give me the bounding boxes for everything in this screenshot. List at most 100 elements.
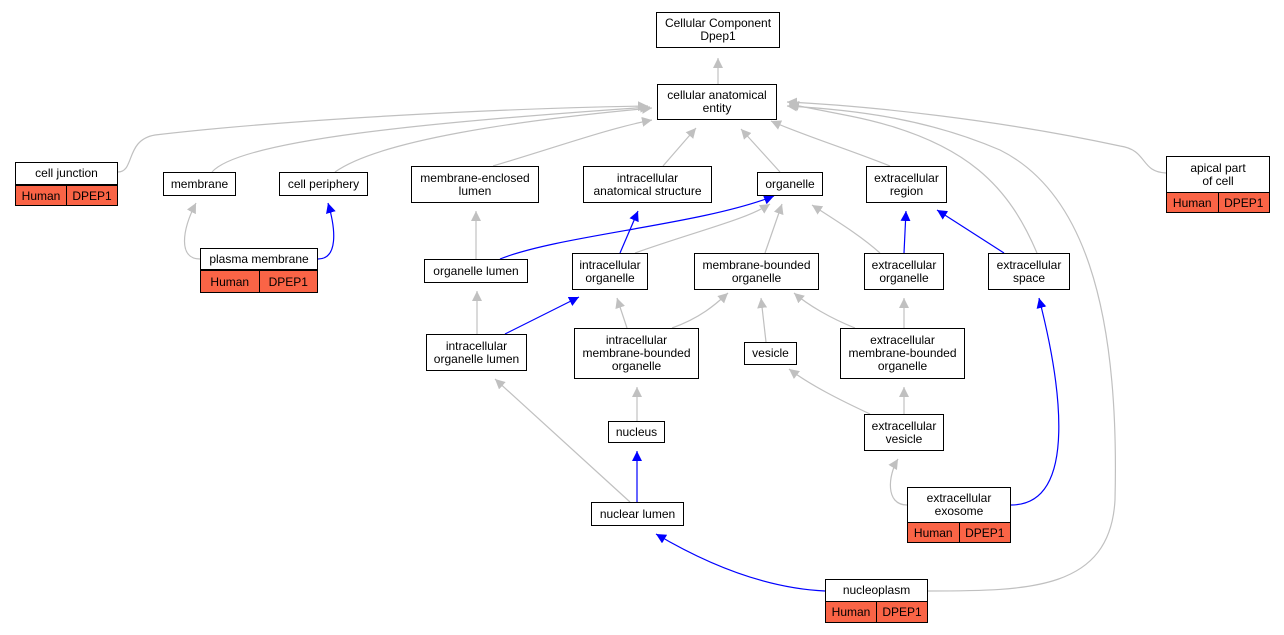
node-label-line: extracellular	[926, 491, 992, 505]
edge-embo-to-mbo-is-a	[793, 292, 856, 329]
node-organelle_lumen[interactable]: organelle lumen	[424, 259, 528, 283]
annotation-species: Human	[913, 525, 953, 540]
annotation-apical: Human DPEP1	[1166, 192, 1270, 213]
node-label-line: nucleoplasm	[842, 583, 911, 597]
node-label-line: extracellular	[996, 257, 1062, 272]
node-label-line: organelle lumen	[433, 263, 519, 278]
edge-ext_exosome-to-ext_vesicle-is-a	[888, 458, 908, 506]
edge-plasma_membrane-to-cell_periphery-part-of	[317, 202, 336, 260]
node-label-line: membrane	[170, 176, 229, 191]
edge-nucleoplasm-to-cae-is-a	[786, 101, 1117, 592]
node-label-line: extracellular	[870, 333, 935, 347]
node-cell_periphery[interactable]: cell periphery	[279, 172, 368, 196]
edge-membrane-to-cae-is-a	[211, 102, 651, 173]
node-label-line: extracellular	[874, 170, 939, 185]
node-label-line: Dpep1	[700, 29, 736, 43]
node-label-line: nuclear lumen	[599, 506, 676, 521]
node-label-line: cell periphery	[287, 176, 360, 191]
node-label-line: exosome	[934, 504, 984, 518]
node-label-line: cell junction	[35, 166, 98, 180]
edge-intra_org-to-organelle-is-a	[634, 203, 771, 254]
annotation-gene: DPEP1	[958, 523, 1011, 542]
node-label-line: organelle	[765, 176, 815, 191]
node-vesicle[interactable]: vesicle	[744, 342, 797, 365]
node-label-line: organelle	[611, 359, 662, 373]
node-label-line: membrane-bounded	[848, 346, 957, 360]
annotation-species: Human	[21, 188, 61, 203]
node-label-line: organelle	[585, 270, 635, 285]
annotation-species: Human	[1172, 195, 1212, 210]
node-label-line: cellular anatomical	[667, 88, 767, 102]
edge-nuclear_lumen-to-iol-is-a	[494, 378, 631, 503]
node-label-line: lumen	[458, 183, 492, 198]
node-label-line: space	[1012, 270, 1046, 285]
node-plasma_membrane[interactable]: plasma membrane	[200, 248, 318, 270]
edge-plasma_membrane-to-membrane-is-a	[183, 202, 201, 260]
node-label-line: organelle	[731, 270, 782, 285]
node-label-line: apical part	[1190, 160, 1246, 175]
node-membrane[interactable]: membrane	[163, 172, 236, 196]
annotation-species: Human	[210, 274, 250, 289]
edge-mel-to-cae-is-a	[492, 116, 653, 167]
edge-ext_exosome-to-ext_space-part-of	[1010, 297, 1060, 506]
node-cell_junction[interactable]: cell junction	[15, 162, 118, 185]
node-organelle[interactable]: organelle	[757, 172, 823, 196]
edge-organelle-to-cae-is-a	[740, 128, 781, 173]
annotation-nucleoplasm: Human DPEP1	[825, 601, 928, 623]
annotation-cell_junction: Human DPEP1	[15, 185, 118, 206]
annotation-gene: DPEP1	[258, 271, 318, 292]
node-label-line: membrane-bounded	[702, 257, 811, 272]
annotation-gene: DPEP1	[1217, 193, 1270, 212]
annotation-species: Human	[831, 605, 871, 619]
edge-cell_junction-to-cae-is-a	[117, 101, 649, 173]
annotation-plasma_membrane: Human DPEP1	[200, 270, 318, 293]
node-label-line: region	[889, 183, 924, 198]
node-nuclear_lumen[interactable]: nuclear lumen	[591, 502, 684, 526]
edge-mbo-to-organelle-is-a	[764, 203, 784, 254]
edge-cell_periphery-to-cae-is-a	[334, 103, 653, 173]
annotation-ext_exosome: Human DPEP1	[907, 522, 1011, 543]
edge-ext_org-to-ext_region-part-of	[900, 210, 911, 254]
annotation-gene: DPEP1	[876, 602, 927, 622]
node-label-line: organelle	[879, 270, 929, 285]
node-label-line: organelle lumen	[433, 351, 520, 366]
edge-iol-to-intra_org-part-of	[504, 296, 580, 335]
edge-nucleoplasm-to-nuclear_lumen-part-of	[655, 533, 826, 592]
node-label-line: organelle	[877, 359, 928, 373]
annotation-gene: DPEP1	[66, 186, 117, 205]
edge-organelle_lumen-to-organelle-part-of	[499, 194, 775, 260]
node-label-line: plasma membrane	[209, 251, 309, 266]
edge-imbo-to-intra_org-is-a	[615, 297, 628, 329]
node-label-line: Cellular Component	[664, 16, 772, 30]
node-nucleus[interactable]: nucleus	[608, 421, 665, 443]
node-label-line: extracellular	[871, 418, 937, 433]
edge-ext_vesicle-to-vesicle-is-a	[788, 368, 871, 415]
edge-intra_org-to-ias-part-of	[619, 210, 639, 254]
edge-ext_space-to-ext_region-part-of	[936, 209, 1005, 254]
edge-ext_org-to-organelle-is-a	[811, 204, 881, 254]
node-label-line: membrane-bounded	[582, 346, 691, 360]
node-label-line: extracellular	[871, 257, 937, 272]
node-label-line: intracellular	[605, 333, 668, 347]
node-label-line: vesicle	[885, 431, 923, 446]
edge-ext_region-to-cae-is-a	[770, 120, 891, 167]
node-nucleoplasm[interactable]: nucleoplasm	[825, 579, 928, 602]
node-label-line: anatomical structure	[593, 183, 702, 198]
edge-ias-to-cae-is-a	[662, 127, 697, 167]
